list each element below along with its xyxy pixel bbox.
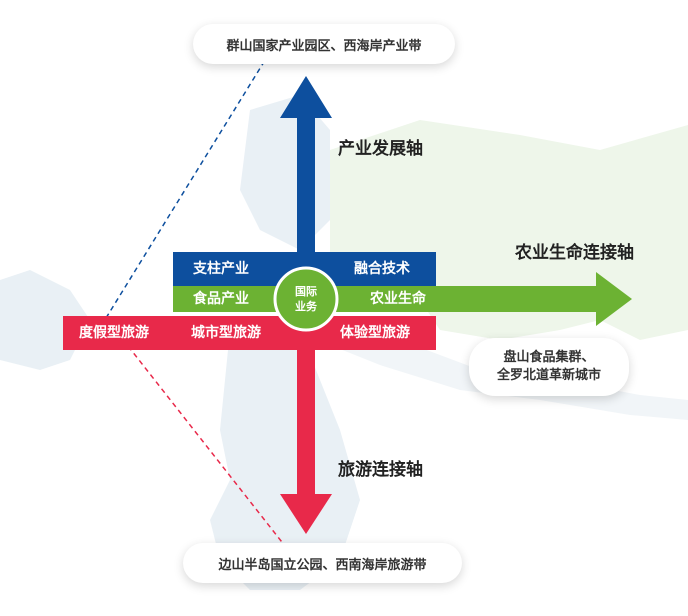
band-text-urban-tourism: 城市型旅游 <box>191 325 261 341</box>
arrow-red-down <box>280 340 332 534</box>
band-red <box>63 316 436 350</box>
center-circle <box>273 266 339 332</box>
band-text-agri-life: 农业生命 <box>370 291 426 307</box>
land-south <box>210 330 360 590</box>
top-destination-pill: 群山国家产业园区、西海岸产业带 <box>193 24 455 64</box>
band-text-pillar-industry: 支柱产业 <box>193 261 249 277</box>
arrow-green <box>173 272 632 326</box>
axis-label-agri-life: 农业生命连接轴 <box>515 243 634 263</box>
band-text-experience-tourism: 体验型旅游 <box>340 325 410 341</box>
band-text-fusion-tech: 融合技术 <box>354 261 410 277</box>
axis-label-industry: 产业发展轴 <box>338 139 423 159</box>
axis-label-tourism: 旅游连接轴 <box>338 460 423 480</box>
bottom-destination-text: 边山半岛国立公园、西南海岸旅游带 <box>218 557 427 573</box>
top-destination-text: 群山国家产业园区、西海岸产业带 <box>226 38 422 54</box>
right-destination-pill: 盘山食品集群、 全罗北道革新城市 <box>469 338 629 396</box>
guide-line-bottom <box>105 317 297 561</box>
center-text: 国际 业务 <box>295 285 317 313</box>
bottom-destination-pill: 边山半岛国立公园、西南海岸旅游带 <box>183 543 462 583</box>
arrow-blue-up <box>280 76 332 262</box>
band-text-resort-tourism: 度假型旅游 <box>79 325 149 341</box>
band-text-food-industry: 食品产业 <box>193 291 249 307</box>
right-destination-text: 盘山食品集群、 全罗北道革新城市 <box>496 350 601 383</box>
